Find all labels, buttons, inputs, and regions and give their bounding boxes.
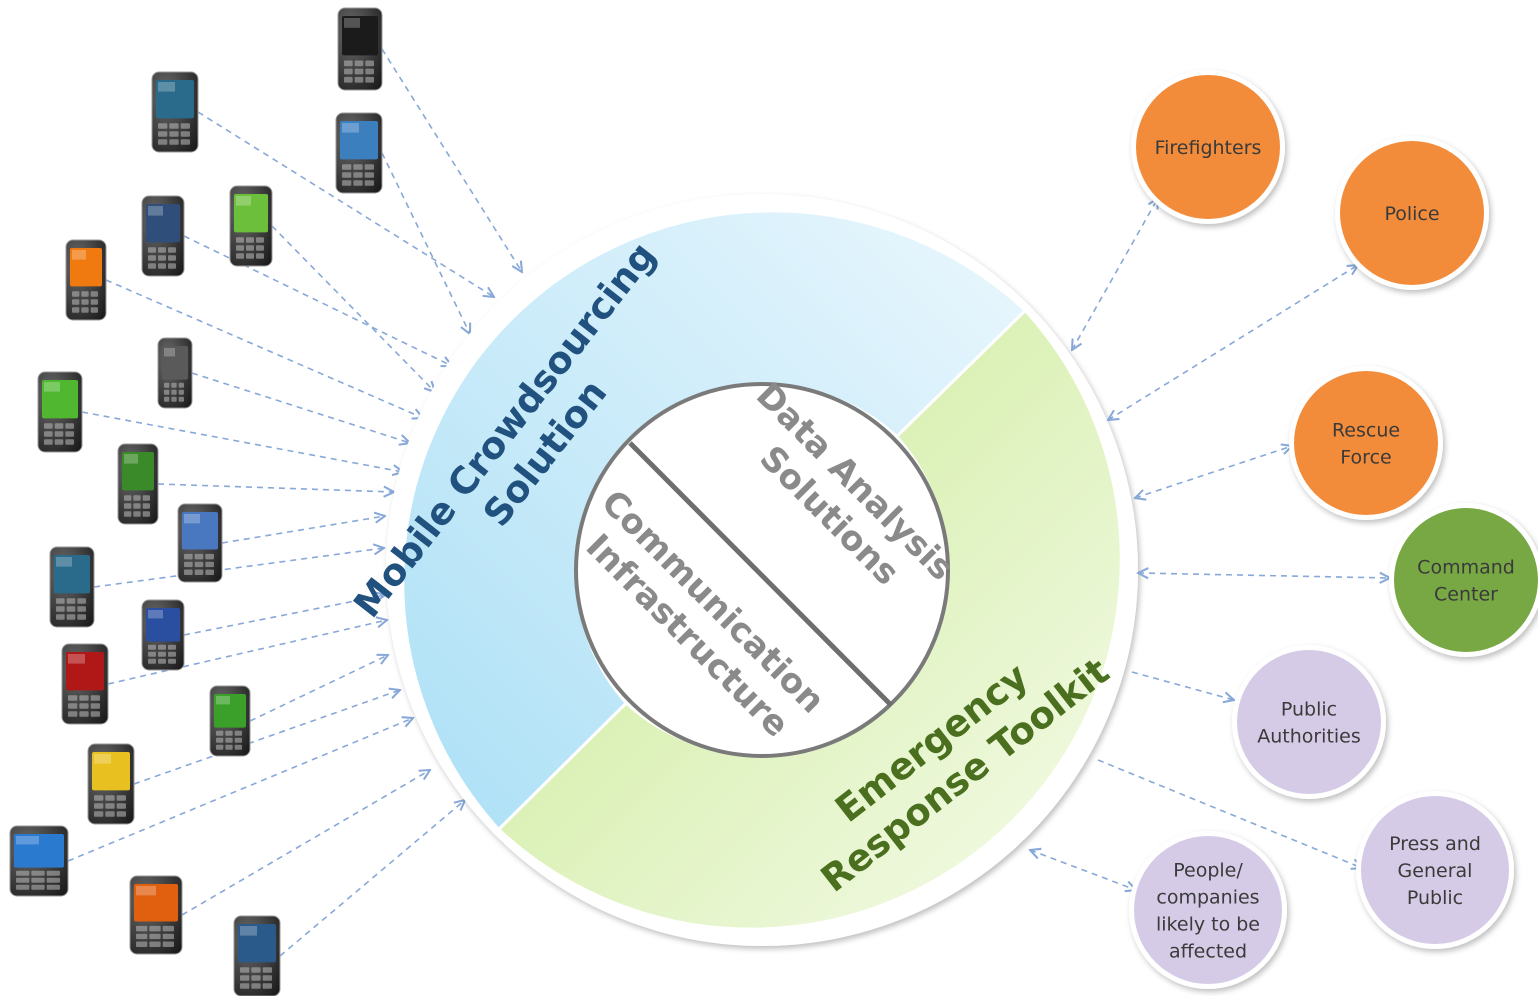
device-link bbox=[181, 770, 430, 916]
mobile-phone-icon bbox=[37, 371, 83, 453]
stakeholder-link bbox=[1108, 265, 1358, 420]
mobile-phone-icon bbox=[209, 685, 251, 757]
stakeholder-circle bbox=[1340, 141, 1484, 285]
mobile-phone-icon bbox=[87, 743, 135, 825]
device-link bbox=[191, 372, 410, 443]
stakeholder-link bbox=[1030, 850, 1136, 890]
stakeholder-link bbox=[1097, 759, 1362, 868]
device-link bbox=[221, 516, 385, 544]
mobile-devices bbox=[9, 7, 383, 996]
stakeholder-link bbox=[1072, 198, 1158, 350]
device-link bbox=[197, 111, 494, 297]
mobile-phone-icon bbox=[49, 546, 95, 628]
device-link bbox=[279, 800, 465, 957]
device-link bbox=[381, 152, 470, 334]
device-link bbox=[249, 655, 388, 722]
mobile-phone-icon bbox=[141, 195, 185, 277]
mobile-phone-icon bbox=[335, 112, 383, 194]
device-link bbox=[183, 235, 452, 366]
mobile-phone-icon bbox=[61, 643, 109, 725]
mobile-phone-icon bbox=[65, 239, 107, 321]
device-link bbox=[133, 690, 400, 785]
mobile-phone-icon bbox=[157, 337, 193, 409]
stakeholder-circle bbox=[1237, 650, 1381, 794]
device-connectors bbox=[67, 48, 522, 957]
mobile-phone-icon bbox=[233, 915, 281, 996]
device-link bbox=[93, 548, 384, 588]
inner-core bbox=[574, 382, 950, 758]
mobile-phone-icon bbox=[229, 185, 273, 267]
device-link bbox=[183, 595, 385, 636]
stakeholder-label: Police bbox=[1384, 203, 1439, 225]
stakeholder-label: Firefighters bbox=[1155, 137, 1262, 159]
stakeholder-circle bbox=[1134, 836, 1282, 984]
mobile-phone-icon bbox=[337, 7, 383, 91]
mobile-phone-icon bbox=[151, 71, 199, 153]
mobile-phone-icon bbox=[9, 825, 69, 897]
device-link bbox=[67, 718, 413, 862]
stakeholder-connectors bbox=[1030, 198, 1390, 890]
stakeholder-link bbox=[1138, 573, 1390, 578]
stakeholder-circle bbox=[1394, 508, 1538, 652]
stakeholder-link bbox=[1131, 671, 1234, 700]
mobile-phone-icon bbox=[129, 875, 183, 955]
device-link bbox=[157, 483, 394, 492]
outer-ring bbox=[386, 194, 1138, 946]
mobile-phone-icon bbox=[141, 599, 185, 671]
mobile-phone-icon bbox=[177, 503, 223, 583]
stakeholder-circle bbox=[1136, 75, 1280, 219]
stakeholder-node: Firefighters bbox=[1131, 70, 1285, 224]
device-link bbox=[105, 279, 423, 418]
stakeholder-circle bbox=[1361, 796, 1509, 944]
device-link bbox=[381, 48, 522, 272]
device-link bbox=[271, 225, 435, 392]
device-link bbox=[107, 620, 387, 685]
stakeholder-link bbox=[1135, 446, 1292, 498]
stakeholder-circle bbox=[1294, 371, 1438, 515]
stakeholder-node: Police bbox=[1335, 136, 1489, 290]
mobile-phone-icon bbox=[117, 443, 159, 525]
